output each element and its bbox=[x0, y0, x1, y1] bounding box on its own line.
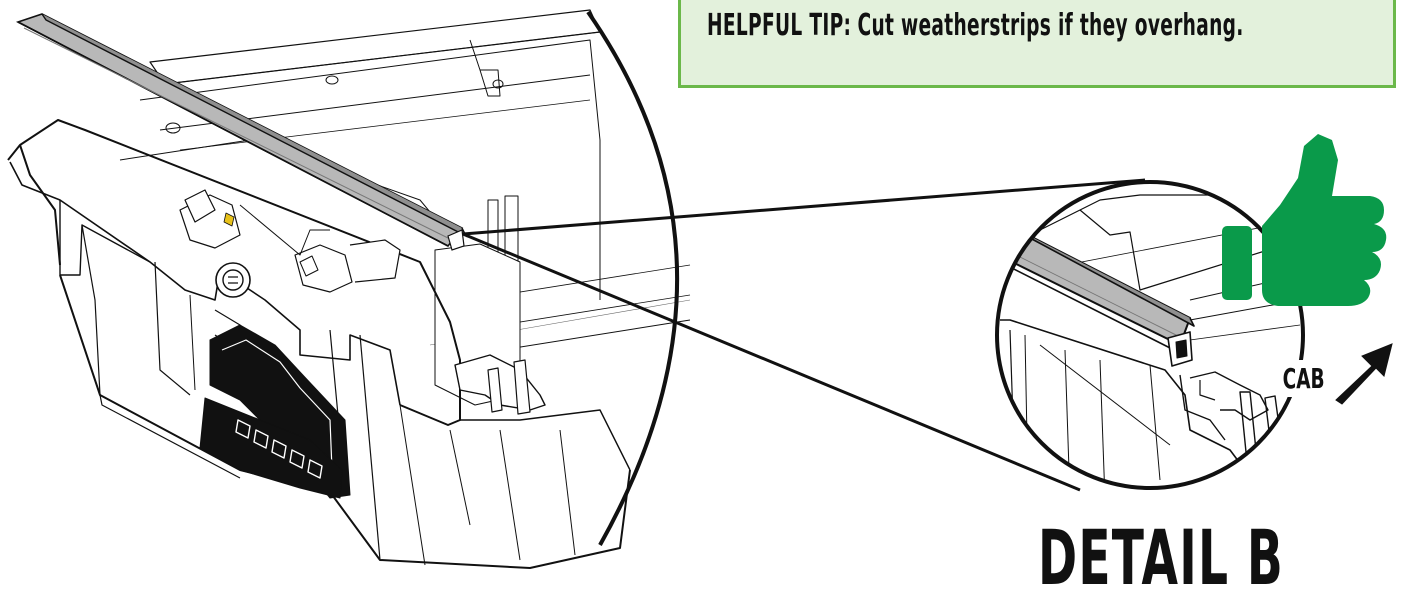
helpful-tip-message: Cut weatherstrips if they overhang. bbox=[857, 8, 1244, 43]
weatherstrip bbox=[15, 13, 468, 251]
thumbs-up-icon bbox=[1222, 134, 1387, 306]
helpful-tip-text: HELPFUL TIP:Cut weatherstrips if they ov… bbox=[707, 8, 1244, 43]
drawer-assembly bbox=[7, 9, 691, 569]
cab-label: CAB bbox=[1280, 360, 1328, 397]
detail-title: DETAIL B bbox=[1038, 513, 1285, 602]
detail-b-view bbox=[995, 180, 1305, 490]
magnifier-arc bbox=[586, 10, 680, 546]
helpful-tip-box: HELPFUL TIP:Cut weatherstrips if they ov… bbox=[678, 0, 1396, 88]
brand-lettering bbox=[235, 419, 323, 479]
leader-lines bbox=[462, 178, 1146, 492]
helpful-tip-label: HELPFUL TIP: bbox=[707, 8, 852, 43]
arrow-up-right-icon bbox=[1335, 343, 1393, 405]
